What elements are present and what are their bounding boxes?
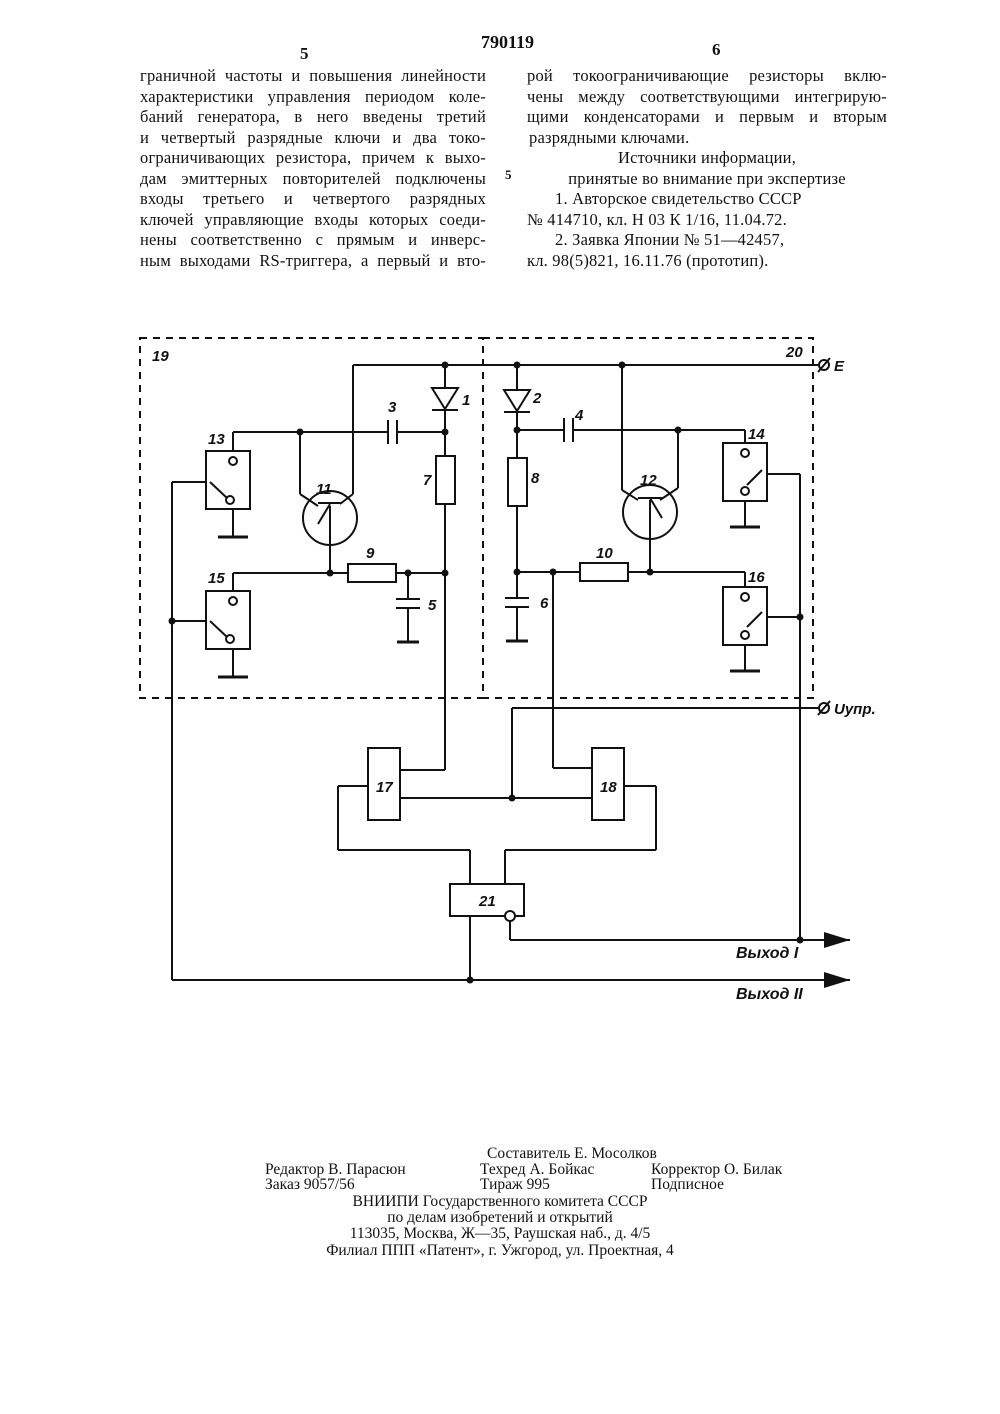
imprint-branch: Филиал ППП «Патент», г. Ужгород, ул. Про… (0, 1241, 1000, 1260)
